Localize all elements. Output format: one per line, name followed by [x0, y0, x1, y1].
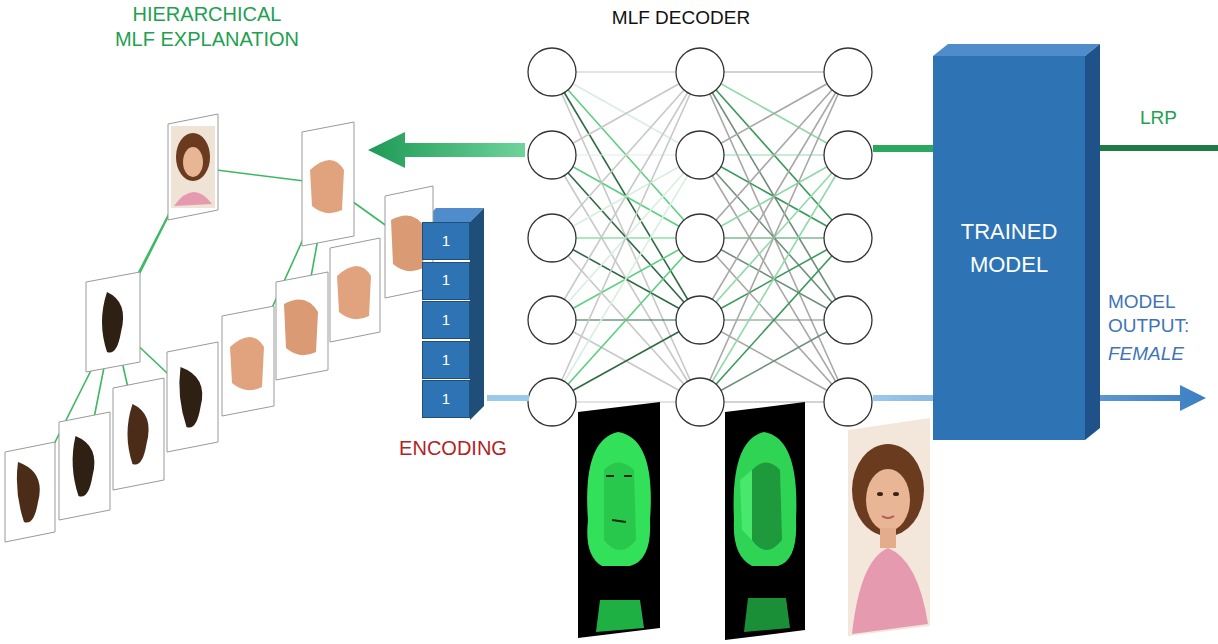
network-connection — [700, 320, 848, 402]
explanation-tile — [113, 378, 164, 490]
neuron — [528, 131, 576, 179]
network-connection — [700, 155, 848, 402]
encoding-line — [487, 395, 529, 401]
encoding-cell: 1 — [422, 301, 470, 339]
skin-segment — [310, 160, 344, 213]
explanation-tiles — [5, 114, 433, 542]
encoding-cell: 1 — [422, 262, 470, 300]
neuron — [528, 214, 576, 262]
network-connections — [528, 48, 872, 426]
neuron — [824, 296, 872, 344]
network-connection — [552, 320, 700, 402]
network-connection — [552, 320, 700, 402]
face-thumbnail — [174, 192, 212, 206]
explanation-tile — [302, 122, 354, 246]
neuron — [528, 378, 576, 426]
network-connection — [700, 72, 848, 155]
hair-segment — [102, 292, 123, 353]
lrp-line — [1095, 145, 1218, 151]
neuron — [824, 48, 872, 96]
encoding-value: 1 — [442, 309, 450, 332]
method-label: LRP — [1140, 106, 1200, 130]
network-connection — [552, 155, 700, 402]
encoding-value: 1 — [442, 349, 450, 372]
face-thumbnail — [176, 133, 210, 181]
network-connection — [552, 72, 700, 320]
neuron — [676, 131, 724, 179]
network-connection — [700, 72, 848, 155]
hair-segment — [17, 462, 40, 523]
neuron — [824, 131, 872, 179]
explanation-tile — [330, 238, 380, 342]
encoding-value: 1 — [442, 230, 450, 253]
component-title: MLF DECODER — [596, 6, 766, 30]
encoding-label: ENCODING — [388, 436, 518, 461]
hair-segment — [73, 436, 95, 497]
encoding-cell: 1 — [422, 380, 470, 418]
face-photo — [848, 418, 930, 636]
encoding-side — [470, 208, 484, 420]
neuron — [676, 214, 724, 262]
trained-model-box: TRAINED MODEL — [933, 56, 1085, 440]
skin-segment — [391, 216, 425, 272]
skin-segment — [230, 337, 264, 390]
network-connection — [552, 72, 700, 155]
neuron — [528, 48, 576, 96]
skin-segment — [337, 266, 371, 319]
network-connection — [552, 155, 700, 402]
neuron — [676, 48, 724, 96]
face-thumbnail — [183, 147, 203, 177]
neuron — [676, 296, 724, 344]
output-value: FEMALE — [1108, 342, 1208, 366]
explanation-tile — [59, 412, 110, 520]
encoding-value: 1 — [442, 388, 450, 411]
network-connection — [552, 72, 700, 155]
encoding-cell: 1 — [422, 222, 470, 260]
skin-segment — [284, 300, 318, 356]
explanation-tile — [222, 306, 274, 416]
neuron — [676, 378, 724, 426]
explanation-arrow — [368, 132, 525, 168]
box-title: TRAINED MODEL — [943, 215, 1075, 281]
hair-segment — [179, 367, 202, 428]
lrp-line — [873, 145, 935, 152]
neuron — [824, 214, 872, 262]
relevance-heatmap — [725, 402, 805, 640]
model-box-side — [1085, 44, 1100, 440]
explanation-tile — [276, 272, 328, 380]
face-thumbnail — [171, 126, 215, 208]
explanation-tile — [5, 442, 55, 542]
network-connection — [700, 320, 848, 402]
relevance-heatmap — [578, 402, 660, 638]
network-connection — [700, 72, 848, 320]
explanation-tile — [168, 114, 218, 220]
network-connection — [700, 155, 848, 402]
output-label: MODEL OUTPUT: — [1108, 290, 1208, 338]
encoding-cell: 1 — [422, 341, 470, 379]
section-title: HIERARCHICAL MLF EXPLANATION — [112, 2, 302, 52]
network-connection — [552, 72, 700, 320]
encoding-value: 1 — [442, 269, 450, 292]
neuron — [528, 296, 576, 344]
neuron — [824, 378, 872, 426]
explanation-tile — [86, 272, 140, 372]
model-box-top — [933, 44, 1100, 56]
explanation-tile — [167, 342, 218, 452]
hair-segment — [128, 404, 149, 465]
network-connection — [700, 72, 848, 320]
